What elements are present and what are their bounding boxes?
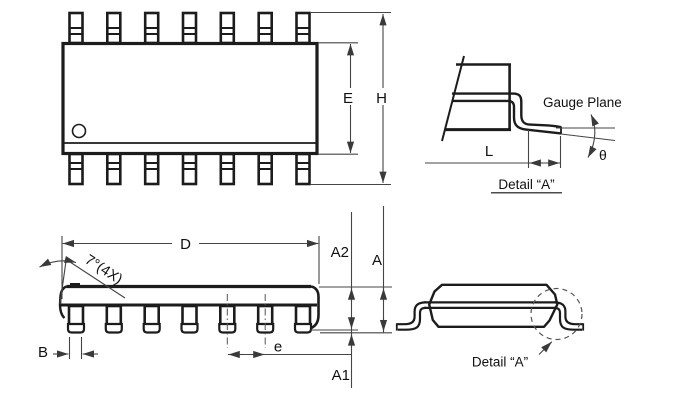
label-dim-e: e bbox=[274, 339, 282, 356]
dimension-e: e bbox=[226, 294, 351, 359]
side-view: D 7°(4X) A2 A A1 B bbox=[38, 206, 392, 388]
label-draft-angle: 7°(4X) bbox=[82, 252, 125, 288]
lead-detail-view: θ L Gauge Plane Detail “A” bbox=[425, 55, 622, 194]
label-dim-A: A bbox=[372, 252, 382, 269]
label-dim-A1: A1 bbox=[332, 367, 350, 384]
top-view: E H bbox=[61, 11, 391, 186]
label-dim-L: L bbox=[485, 143, 493, 160]
detail-a-leader-arrow bbox=[538, 341, 553, 355]
label-dim-A2: A2 bbox=[331, 244, 349, 261]
body-slant-edge bbox=[441, 55, 465, 142]
dimension-E: E bbox=[318, 42, 358, 155]
pin1-marker bbox=[71, 123, 87, 139]
label-dim-B: B bbox=[38, 344, 48, 361]
package-body-end-view bbox=[428, 283, 559, 328]
label-gauge-plane: Gauge Plane bbox=[543, 95, 622, 110]
label-dim-D: D bbox=[180, 236, 191, 253]
label-dim-H: H bbox=[376, 90, 387, 107]
dimension-D: D bbox=[61, 236, 320, 299]
label-dim-E: E bbox=[343, 90, 353, 107]
label-dim-theta: θ bbox=[599, 147, 607, 163]
theta-angle-arc bbox=[587, 114, 599, 158]
dimension-L: L bbox=[425, 130, 562, 168]
foot-plane-line bbox=[560, 133, 616, 142]
dimension-B: B bbox=[38, 337, 98, 361]
side-view-leads bbox=[66, 304, 313, 334]
detail-a-highlight-circle bbox=[530, 287, 583, 341]
top-surface-mark bbox=[70, 283, 80, 287]
end-view-leads bbox=[395, 301, 585, 331]
package-body-top-view bbox=[61, 41, 319, 156]
draft-angle-annotation: 7°(4X) bbox=[39, 252, 126, 305]
dimension-H: H bbox=[310, 11, 391, 186]
detail-a-caption-top: Detail “A” bbox=[491, 177, 562, 194]
caption-detail-a-top: Detail “A” bbox=[498, 177, 554, 192]
dimension-A2-A-A1: A2 A A1 bbox=[311, 206, 392, 388]
end-view: Detail “A” bbox=[395, 283, 585, 370]
caption-detail-a-bottom: Detail “A” bbox=[472, 355, 528, 370]
